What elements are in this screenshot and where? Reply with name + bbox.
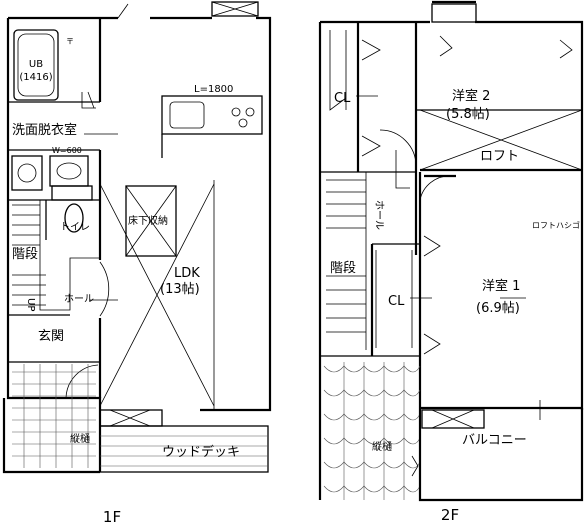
floor-1f: UB (1416) 〒 洗面脱衣室 W=600 トイレ 階段 UP ホール 玄関	[2, 1, 272, 526]
balcony-outline	[418, 408, 584, 502]
toilet-label: トイレ	[60, 222, 90, 233]
porch-outline	[2, 398, 100, 474]
gutter-label-1f: 縦樋	[70, 432, 90, 445]
loft-label: ロフト	[480, 149, 519, 164]
underfloor-storage	[125, 185, 177, 257]
ldk-label: LDK	[174, 266, 200, 281]
ldk-void	[99, 183, 215, 407]
toilet	[64, 203, 84, 233]
stairs-2f	[326, 179, 366, 333]
underfloor-label: 床下収納	[128, 214, 168, 227]
stairs-1f	[12, 204, 46, 306]
wood-deck	[99, 425, 269, 473]
entrance-label: 玄関	[38, 329, 64, 344]
window-top-2f	[431, 3, 477, 23]
svg-text:〒: 〒	[66, 37, 74, 46]
bedroom1-size: (6.9帖)	[476, 301, 520, 316]
roof-tiles	[323, 362, 421, 500]
kitchen-counter	[161, 95, 263, 135]
hall-label-1f: ホール	[64, 293, 94, 305]
washing-machine	[11, 155, 43, 191]
floor-label-1f: 1F	[103, 508, 121, 526]
bedroom1-label: 洋室 1	[482, 278, 520, 294]
loft-area	[419, 109, 583, 171]
ldk-size: (13帖)	[160, 282, 200, 297]
loft-ladder-label: ロフトハシゴ	[532, 220, 580, 230]
exterior-wall-1f	[6, 16, 272, 472]
balcony-label: バルコニー	[462, 433, 527, 448]
kitchen-sink	[169, 101, 205, 129]
bathtub	[13, 29, 59, 101]
washroom-label: 洗面脱衣室	[12, 122, 77, 138]
bedroom2-size: (5.8帖)	[446, 107, 490, 122]
kitchen-length: L=1800	[194, 84, 233, 95]
wash-basin	[49, 155, 89, 187]
w600-label: W=600	[52, 146, 82, 155]
exterior-wall-2f	[318, 0, 584, 500]
gutter-label-2f: 縦樋	[372, 440, 392, 453]
ub-size: (1416)	[19, 72, 52, 83]
cl-mid-label: CL	[388, 294, 405, 309]
hall-label-2f: ホール	[373, 200, 385, 230]
floor-label-2f: 2F	[441, 506, 459, 524]
window-top-1f	[211, 1, 259, 17]
stairs-label-1f: 階段	[12, 247, 38, 262]
stairs-label-2f: 階段	[330, 261, 356, 276]
entrance-door-swing	[65, 364, 99, 399]
up-label: UP	[25, 298, 36, 311]
deck-label: ウッドデッキ	[162, 444, 240, 460]
porch-tiles	[12, 364, 96, 468]
ub-label: UB	[29, 59, 43, 70]
balcony-window	[421, 409, 485, 429]
floor-2f: CL 洋室 2 (5.8帖) ロフト ホール ロフトハシゴ 階段 CL 洋室 1…	[318, 0, 584, 524]
cl-top-label: CL	[334, 91, 351, 106]
bedroom2-label: 洋室 2	[452, 88, 490, 104]
